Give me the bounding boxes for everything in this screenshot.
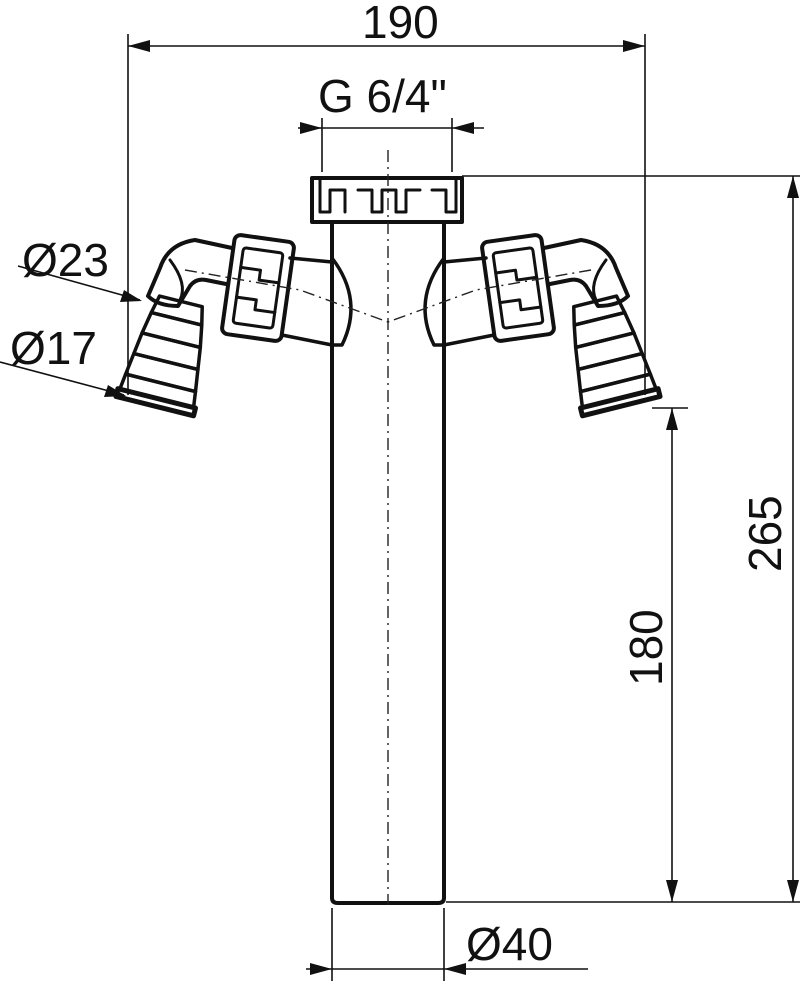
right-branch [387,233,663,419]
dim-inlet-height-label: 180 [620,609,672,686]
dim-total-height-label: 265 [739,495,791,572]
dimension-thread: G 6/4" [298,70,484,172]
dim-pipe-diameter-label: Ø40 [466,918,553,970]
dimension-inlet-height: 180 [620,407,688,902]
main-pipe [310,150,464,905]
dim-outer-diameter-label: Ø23 [22,234,109,286]
dimension-outer-diameter: Ø23 [17,234,142,302]
dimension-overall-width: 190 [127,0,646,395]
dim-inner-diameter-label: Ø17 [10,322,97,374]
dimension-pipe-diameter: Ø40 [306,908,588,981]
dim-overall-width-label: 190 [362,0,439,48]
dimension-inner-diameter: Ø17 [0,322,126,397]
left-branch [113,233,389,419]
dim-thread-label: G 6/4" [318,70,447,122]
dimension-total-height: 265 [446,175,800,903]
